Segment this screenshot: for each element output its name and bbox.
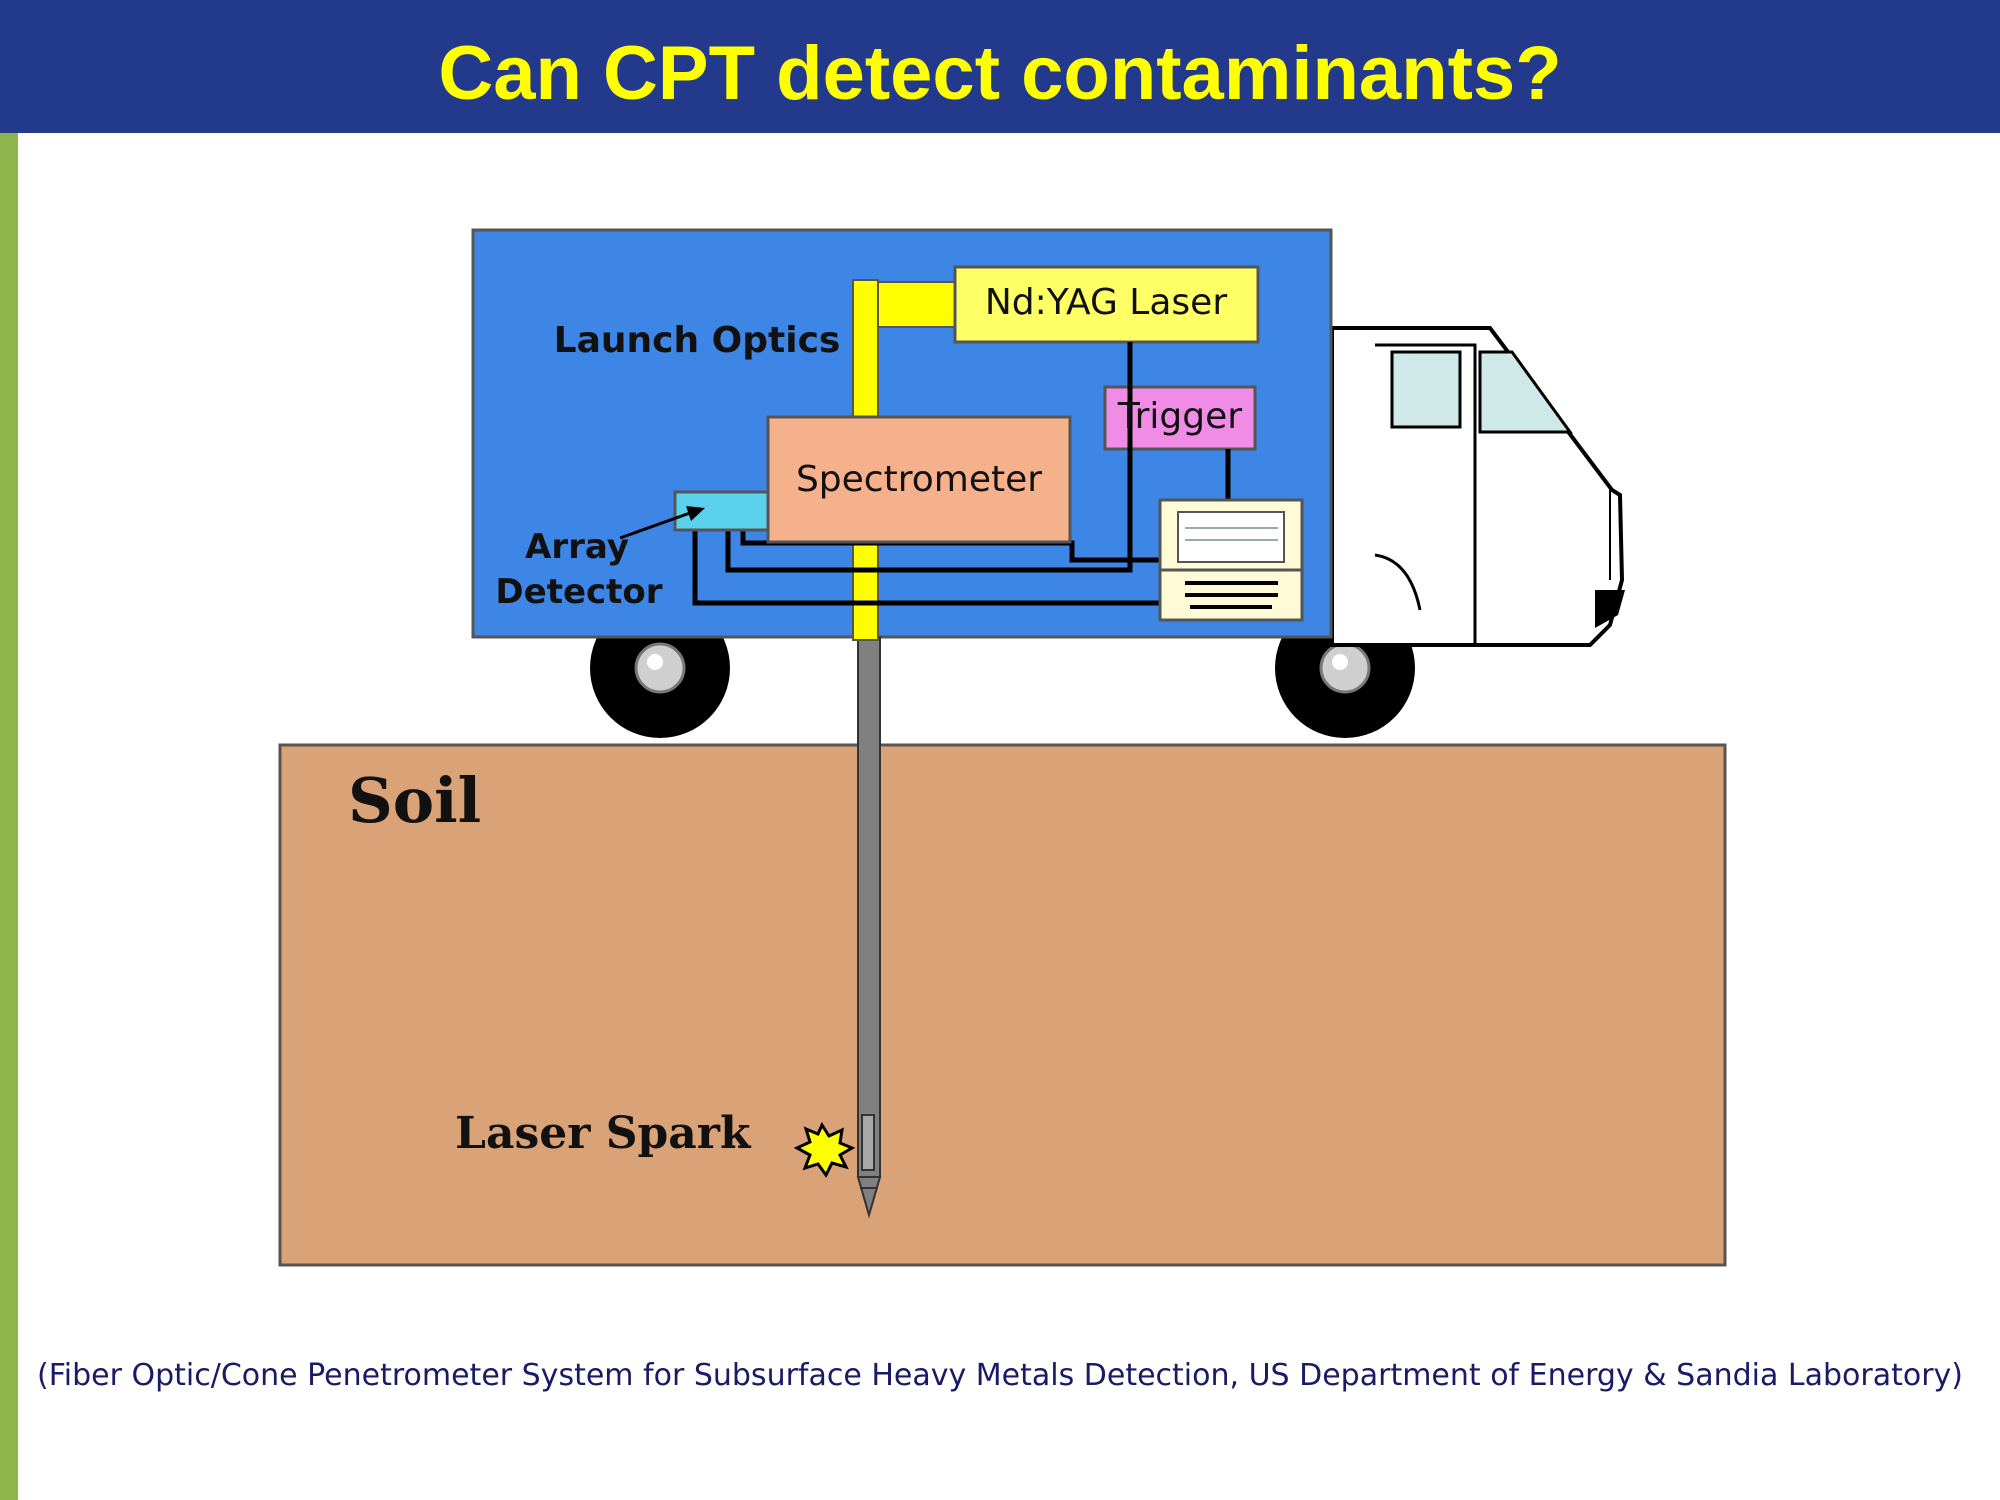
slide-title: Can CPT detect contaminants?	[438, 31, 1562, 116]
array-detector-label-line2: Detector	[495, 572, 662, 612]
laser-spark-label: Laser Spark	[455, 1108, 752, 1159]
source-caption: (Fiber Optic/Cone Penetrometer System fo…	[36, 1358, 1964, 1393]
array-detector-label-line1: Array	[525, 527, 629, 567]
laser-coupler	[877, 281, 957, 328]
soil-label: Soil	[348, 764, 481, 837]
launch-optics-label: Launch Optics	[554, 320, 841, 361]
truck-cab	[1330, 326, 1625, 647]
cab-window	[1390, 350, 1462, 429]
laser-spark-icon	[793, 1121, 856, 1178]
left-accent-stripe	[0, 133, 18, 1500]
soil-block	[278, 743, 1727, 1267]
laser-label: Nd:YAG Laser	[985, 282, 1227, 323]
spectrometer-box	[766, 415, 1072, 544]
cone-penetrometer-probe	[856, 636, 882, 1219]
laser-box	[953, 265, 1260, 344]
title-bar	[0, 0, 2000, 133]
spectrometer-label: Spectrometer	[796, 459, 1042, 500]
windshield	[1478, 350, 1573, 434]
trigger-label: Trigger	[1117, 396, 1242, 437]
computer	[1158, 498, 1304, 622]
array-detector-pointer	[619, 506, 705, 540]
signal-wiring	[692, 342, 1231, 606]
